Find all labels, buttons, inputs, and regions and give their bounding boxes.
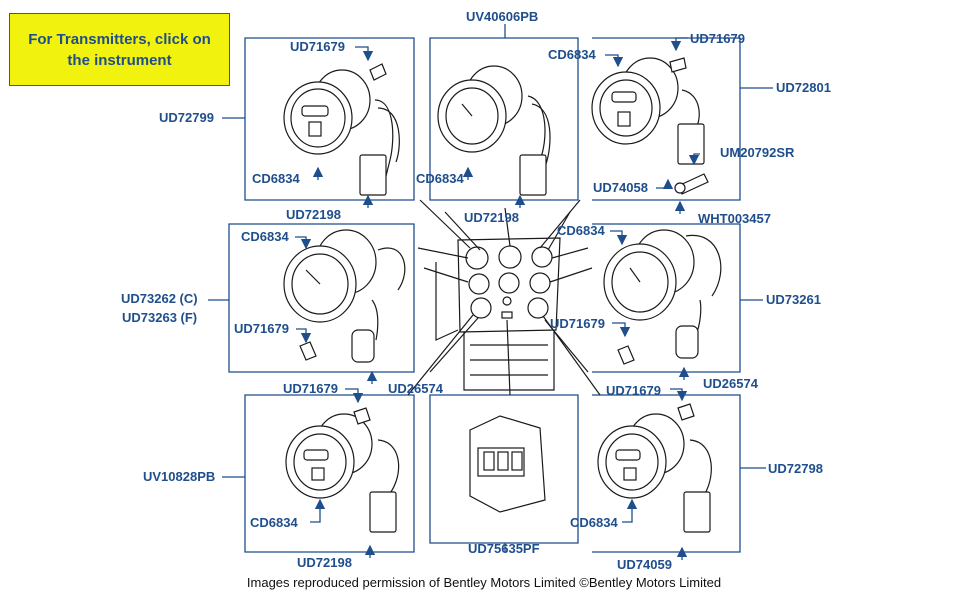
label-cd6834-top-right: CD6834 — [548, 47, 596, 62]
label-cd6834-bottom-right: CD6834 — [570, 515, 618, 530]
gauge-top-center — [437, 65, 551, 196]
gauge-bottom-right — [597, 403, 712, 533]
label-ud72198-top-left: UD72198 — [286, 207, 341, 222]
label-cd6834-top-left: CD6834 — [252, 171, 300, 186]
panel-frame-mid-right — [592, 223, 741, 373]
panel-frame-mid-left — [228, 223, 415, 373]
panel-frame-top-center — [429, 37, 579, 201]
label-ud74059: UD74059 — [617, 557, 672, 572]
label-ud71679-top-right: UD71679 — [690, 31, 745, 46]
label-ud73263[interactable]: UD73263 (F) — [122, 310, 198, 325]
gauge-top-left — [283, 63, 400, 196]
gauge-mid-left — [283, 229, 406, 363]
panel-frame-top-right — [592, 37, 741, 201]
central-dashboard — [435, 237, 561, 391]
label-ud73261[interactable]: UD73261 — [766, 292, 821, 307]
label-cd6834-mid-right: CD6834 — [557, 223, 605, 238]
label-cd6834-mid-left: CD6834 — [241, 229, 289, 244]
notice-line-1: For Transmitters, click on — [28, 30, 211, 48]
bracket-bottom-center — [469, 415, 546, 513]
label-ud72799[interactable]: UD72799 — [159, 110, 214, 125]
notice-line-2: the instrument — [67, 51, 172, 69]
label-ud72198-top-center: UD72198 — [464, 210, 519, 225]
gauge-mid-right — [603, 229, 722, 365]
label-cd6834-bottom-left: CD6834 — [250, 515, 298, 530]
label-wht003457: WHT003457 — [698, 211, 771, 226]
label-ud26574-left: UD26574 — [388, 381, 443, 396]
panel-frame-bottom-right — [592, 394, 741, 553]
label-ud74058: UD74058 — [593, 180, 648, 195]
label-ud73262[interactable]: UD73262 (C) — [121, 291, 198, 306]
gauge-top-right — [591, 57, 709, 195]
panel-frame-top-left — [244, 37, 415, 201]
label-uv10828pb[interactable]: UV10828PB — [143, 469, 216, 484]
label-ud71679-mid-left: UD71679 — [234, 321, 289, 336]
label-ud71679-bottom-left: UD71679 — [283, 381, 338, 396]
label-ud71679-bottom-right: UD71679 — [606, 383, 661, 398]
label-ud26574-right: UD26574 — [703, 376, 758, 391]
transmitters-notice: For Transmitters, click on the instrumen… — [9, 13, 230, 86]
label-ud72801[interactable]: UD72801 — [776, 80, 831, 95]
label-ud71679-mid-right: UD71679 — [550, 316, 605, 331]
label-ud71679-top-left: UD71679 — [290, 39, 345, 54]
label-uv40606pb[interactable]: UV40606PB — [466, 9, 539, 24]
label-um20792sr: UM20792SR — [720, 145, 795, 160]
panel-frame-bottom-center — [429, 394, 579, 544]
copyright-footer: Images reproduced permission of Bentley … — [246, 575, 722, 590]
label-ud72198-bottom-left: UD72198 — [297, 555, 352, 570]
label-ud72798[interactable]: UD72798 — [768, 461, 823, 476]
label-cd6834-top-center: CD6834 — [416, 171, 464, 186]
gauge-bottom-left — [285, 407, 400, 533]
label-ud75635pf[interactable]: UD75635PF — [468, 541, 540, 556]
